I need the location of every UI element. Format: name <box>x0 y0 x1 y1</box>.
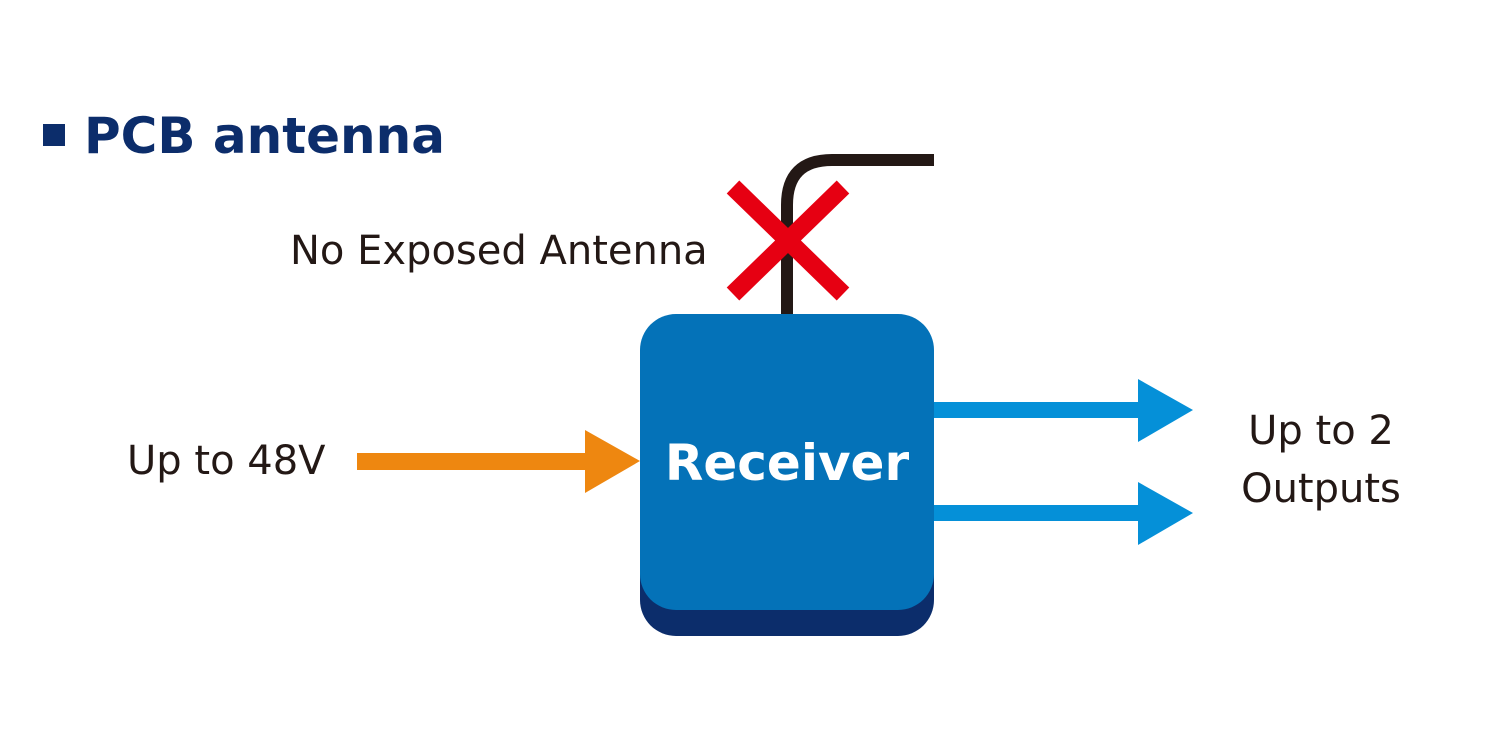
page-title: PCB antenna <box>84 107 445 165</box>
antenna-wire <box>781 154 934 316</box>
input-arrow <box>357 430 640 493</box>
input-label: Up to 48V <box>127 438 326 484</box>
receiver-label: Receiver <box>664 434 910 492</box>
output-arrow-1 <box>934 379 1193 442</box>
antenna-label: No Exposed Antenna <box>290 228 708 274</box>
output-label: Up to 2 Outputs <box>1226 402 1416 518</box>
output-arrow-2 <box>934 482 1193 545</box>
cross-icon <box>726 180 850 301</box>
receiver-box <box>640 314 934 610</box>
title-bullet-icon <box>43 124 65 146</box>
output-label-line-1: Up to 2 <box>1248 408 1394 454</box>
output-label-line-2: Outputs <box>1241 466 1401 512</box>
